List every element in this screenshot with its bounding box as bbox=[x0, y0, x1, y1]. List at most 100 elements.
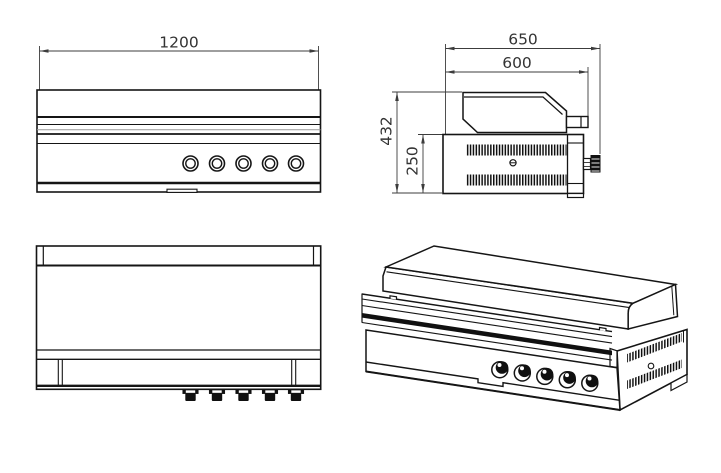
arrowhead bbox=[445, 70, 455, 74]
knob-skirt-tab bbox=[274, 390, 278, 394]
grill-body-outline bbox=[36, 89, 322, 193]
tray-clip bbox=[598, 326, 607, 332]
lid-outline bbox=[462, 91, 568, 134]
dimension-label-overall-height: 432 bbox=[378, 116, 396, 146]
knob-highlight bbox=[520, 366, 524, 371]
burner-knob-iso bbox=[536, 367, 554, 386]
control-knobs-iso bbox=[491, 360, 599, 392]
vent-slots-row-lower bbox=[466, 174, 567, 186]
lid-side bbox=[462, 91, 568, 134]
body-foot bbox=[670, 373, 688, 392]
knob-inner-ring bbox=[185, 158, 196, 169]
arrowhead bbox=[395, 184, 399, 193]
knob-skirt-tab bbox=[221, 390, 225, 394]
knob-highlight bbox=[565, 373, 569, 378]
knob-grip bbox=[495, 361, 509, 374]
knob-highlight bbox=[587, 376, 592, 381]
knob-skirt-tab bbox=[262, 390, 266, 394]
burner-knob-top bbox=[208, 389, 226, 401]
plan-outline bbox=[35, 245, 322, 391]
knob-grip bbox=[563, 371, 576, 384]
gas-connector-fitting bbox=[590, 155, 601, 173]
arrowhead bbox=[579, 70, 588, 74]
lid-handle bbox=[565, 115, 589, 129]
knob-grip bbox=[540, 367, 554, 381]
dimension-label-overall-depth: 650 bbox=[508, 31, 538, 49]
dimension-label-width: 1200 bbox=[159, 34, 198, 52]
knob-highlight bbox=[497, 363, 502, 367]
arrowhead bbox=[421, 184, 425, 193]
plan-view bbox=[35, 245, 322, 401]
arrowhead bbox=[445, 46, 455, 51]
vent-slots-row-upper bbox=[466, 144, 567, 156]
tray-lip-line bbox=[361, 298, 613, 338]
knob-grip bbox=[290, 393, 302, 401]
knob-inner-ring bbox=[290, 158, 302, 169]
control-knobs-plan bbox=[182, 389, 305, 401]
lid-rim-inner-line bbox=[464, 96, 563, 115]
knob-skirt-tab bbox=[236, 390, 239, 394]
base-line-with-notch bbox=[365, 361, 620, 401]
control-knobs-front bbox=[182, 155, 305, 172]
burner-knob bbox=[235, 155, 252, 172]
knob-skirt-tab bbox=[195, 390, 198, 394]
knob-grip bbox=[585, 374, 599, 388]
burner-knob-iso bbox=[581, 374, 599, 392]
burner-knob-top bbox=[261, 389, 279, 401]
burner-knob bbox=[261, 155, 279, 172]
isometric-view bbox=[361, 245, 688, 412]
knob-grip bbox=[185, 393, 196, 401]
knob-skirt-tab bbox=[288, 390, 292, 394]
gas-connector-neck bbox=[582, 157, 592, 171]
tray-clip bbox=[389, 295, 398, 300]
dimension-label-body-depth: 600 bbox=[502, 54, 532, 72]
body-side bbox=[442, 133, 601, 199]
vent-slots-band-upper bbox=[627, 333, 682, 363]
knob-grip bbox=[264, 393, 276, 401]
lid-right-face bbox=[627, 283, 679, 330]
dimension-650: 650 bbox=[445, 31, 601, 154]
arrowhead bbox=[421, 134, 425, 144]
knob-skirt-tab bbox=[209, 390, 213, 394]
body-foot bbox=[566, 192, 585, 199]
screw-icon bbox=[647, 362, 655, 370]
arrowhead bbox=[309, 49, 319, 53]
burner-knob-iso bbox=[513, 364, 532, 382]
arrowhead bbox=[39, 49, 49, 53]
burner-knob-top bbox=[235, 389, 252, 401]
burner-knob bbox=[287, 155, 305, 172]
knob-skirt-tab bbox=[248, 390, 251, 394]
burner-knob bbox=[208, 155, 226, 172]
lid-iso bbox=[382, 245, 679, 330]
knob-highlight bbox=[542, 369, 547, 374]
arrowhead bbox=[395, 92, 399, 101]
lid-edge-inner-line bbox=[671, 286, 675, 316]
base-notch bbox=[166, 188, 198, 193]
tray-shadow-band bbox=[362, 313, 612, 356]
arrowhead bbox=[591, 46, 600, 51]
knob-grip bbox=[238, 393, 249, 401]
tray-lip-line bbox=[361, 304, 613, 344]
knob-inner-ring bbox=[264, 158, 276, 169]
front-view: 1200 bbox=[36, 34, 322, 193]
dimension-1200: 1200 bbox=[39, 34, 319, 90]
dimension-432: 432 bbox=[378, 91, 462, 194]
vent-slots-band-lower bbox=[627, 359, 682, 389]
burner-knob-iso bbox=[558, 371, 577, 389]
burner-knob-top bbox=[287, 389, 305, 401]
dimension-250: 250 bbox=[404, 134, 444, 193]
knob-skirt-tab bbox=[183, 390, 186, 394]
knob-inner-ring bbox=[211, 158, 223, 169]
lid-rim-inner-line bbox=[386, 271, 630, 309]
knob-grip bbox=[211, 393, 223, 401]
tray-lip-line bbox=[361, 293, 613, 333]
grease-tray bbox=[361, 293, 613, 361]
dimension-600: 600 bbox=[445, 54, 589, 116]
body-bottom-edge bbox=[365, 370, 621, 411]
knob-inner-ring bbox=[238, 158, 249, 169]
side-view: 650 600 432 250 bbox=[378, 31, 601, 199]
burner-knob-top bbox=[182, 389, 199, 401]
knob-grip bbox=[518, 364, 531, 378]
